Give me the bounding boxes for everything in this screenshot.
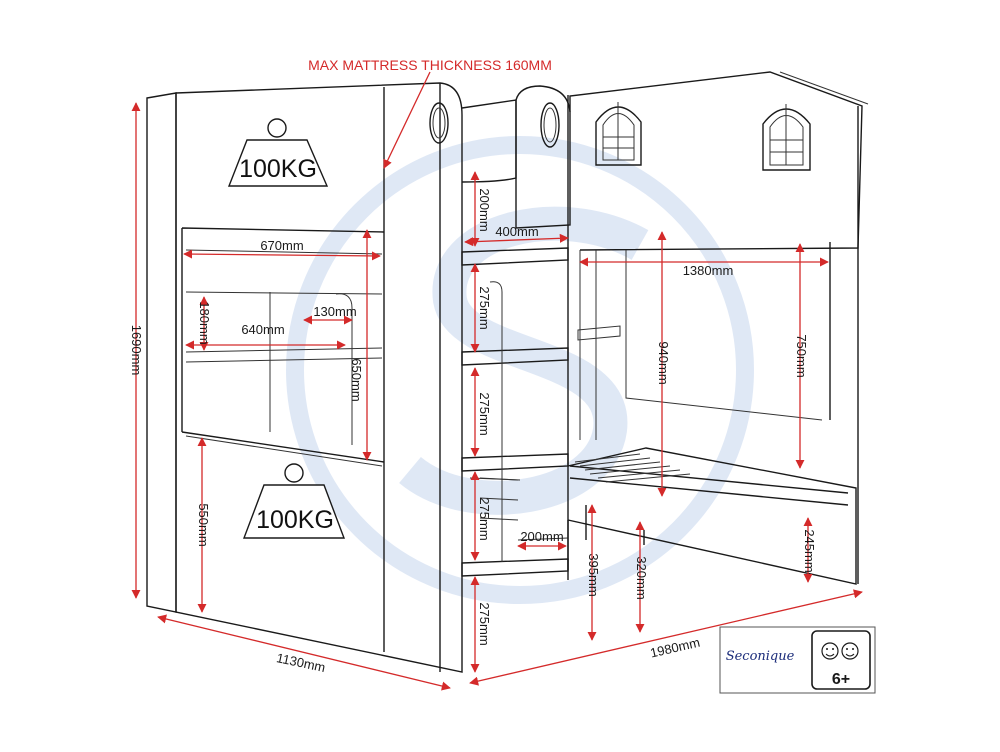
dim-ladder-width: 400mm	[495, 224, 538, 239]
dim-depth: 1130mm	[275, 650, 327, 675]
dim-shelf-width: 640mm	[241, 322, 284, 337]
dim-shelf-height: 180mm	[197, 301, 212, 344]
window-left	[595, 102, 642, 166]
dim-upper-inner-width: 670mm	[260, 238, 303, 253]
kids-faces-icon	[821, 642, 859, 660]
dim-shelf-depth: 130mm	[313, 304, 356, 319]
dimension-labels: 1690mm 1130mm 1980mm 670mm 640mm 180mm 1…	[129, 188, 817, 675]
dim-step-gap-2: 275mm	[477, 392, 492, 435]
window-right	[762, 104, 811, 171]
dim-inner-length: 1380mm	[683, 263, 734, 278]
dim-step-gap-3: 275mm	[477, 497, 492, 540]
weight-label-lower: 100KG	[256, 506, 334, 534]
age-rating: 6+	[832, 671, 850, 688]
dim-step-depth: 200mm	[520, 529, 563, 544]
weight-icon-upper: 100KG	[227, 118, 329, 187]
dim-length: 1980mm	[649, 635, 702, 661]
brand-logo-text: Seconique	[726, 649, 795, 664]
dim-lower-clearance-1: 395mm	[586, 553, 601, 596]
dim-lower-clearance-2: 320mm	[634, 556, 649, 599]
mattress-note: MAX MATTRESS THICKNESS 160MM	[308, 57, 552, 73]
dim-step-gap-4: 275mm	[477, 602, 492, 645]
dim-lower-panel-height: 550mm	[196, 503, 211, 546]
dim-lower-clearance-3: 245mm	[802, 529, 817, 572]
foot-end-panel	[515, 71, 869, 584]
dim-step-gap-1: 275mm	[477, 286, 492, 329]
dim-ladder-top-gap: 200mm	[477, 188, 492, 231]
dim-upper-inner-height: 650mm	[349, 358, 364, 401]
weight-icon-lower: 100KG	[242, 463, 346, 539]
dimension-lines	[131, 71, 863, 691]
brand-badge: Seconique 6+	[719, 626, 876, 694]
dim-footboard-height: 750mm	[794, 334, 809, 377]
dim-overall-height: 1690mm	[129, 325, 144, 376]
dim-headboard-height: 940mm	[656, 341, 671, 384]
weight-label-upper: 100KG	[239, 155, 317, 183]
